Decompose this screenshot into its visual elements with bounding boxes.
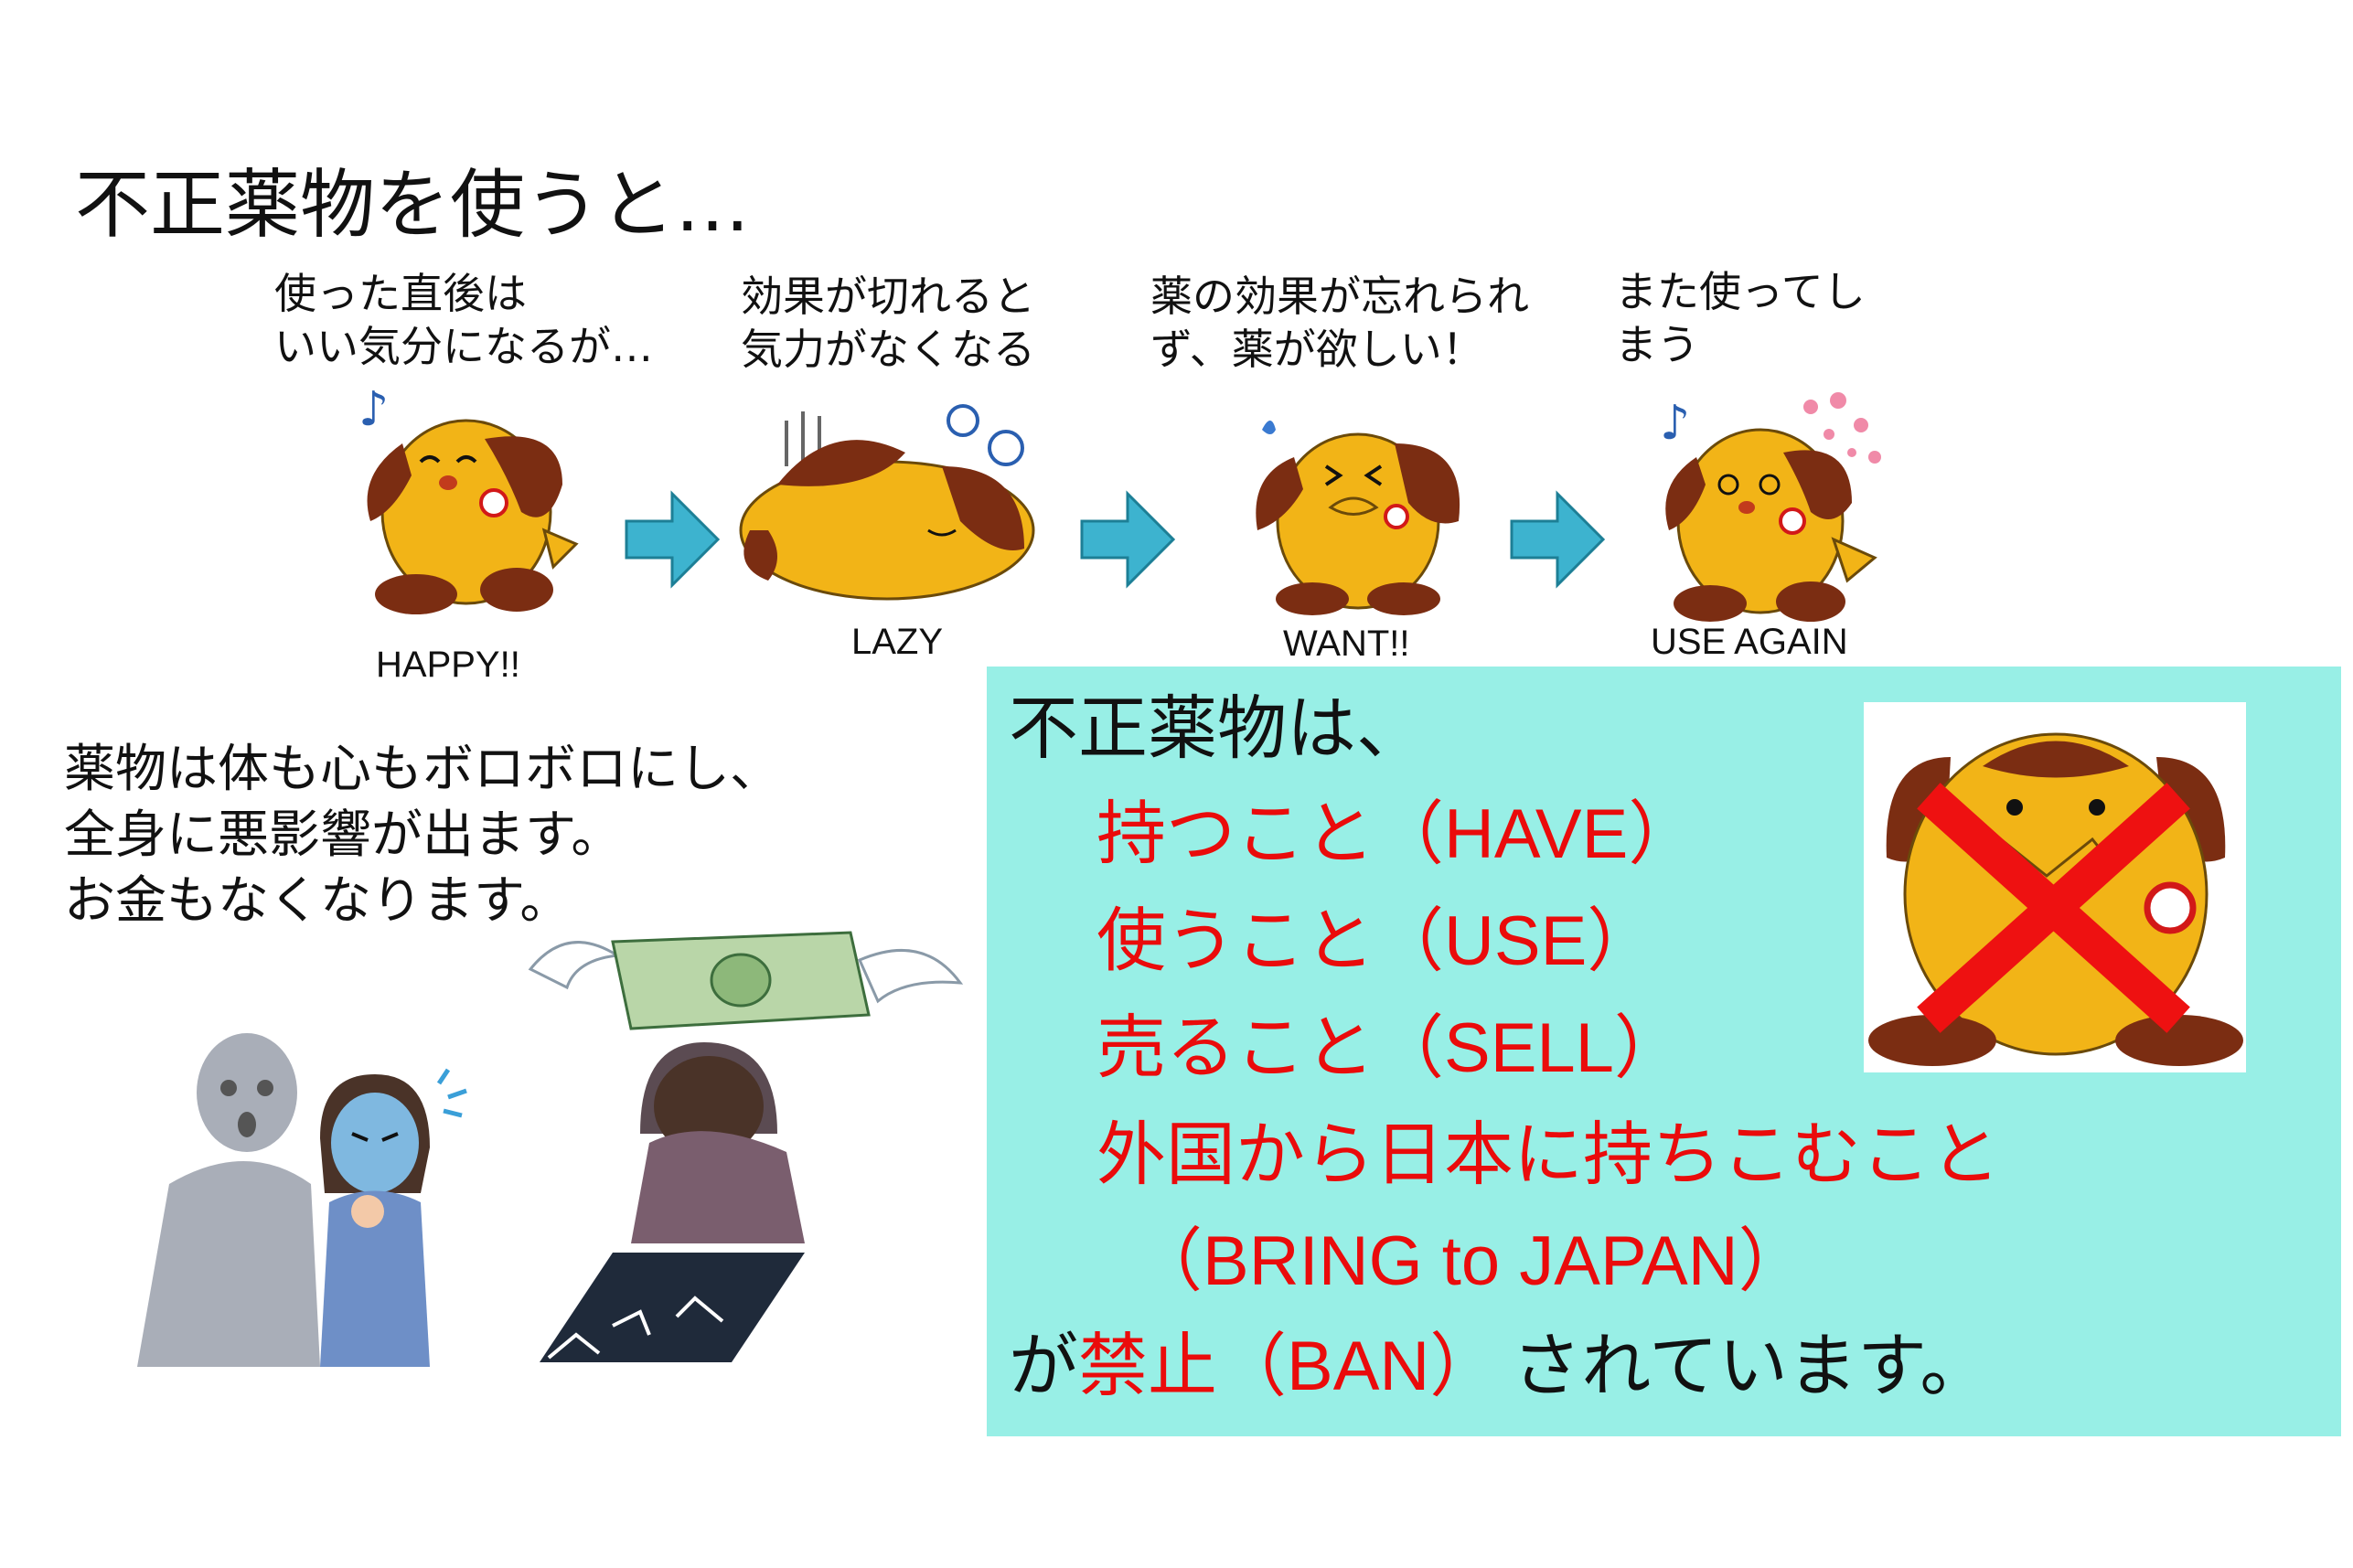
page-title: 不正薬物を使うと… (75, 162, 751, 249)
ban-item-have-en: （HAVE） (1374, 795, 1698, 873)
mascot-happy-illustration: ♪ (358, 382, 579, 614)
ban-item-use-jp: 使うこと (1096, 900, 1374, 981)
arrow-right-icon (1510, 490, 1606, 589)
prohibited-x-icon (1868, 732, 2243, 1066)
ban-footer-pre: が (1009, 1325, 1078, 1406)
svg-text:♪: ♪ (358, 382, 389, 437)
ban-item-use: 使うこと（USE） (1096, 906, 1656, 976)
step-1-label: HAPPY!! (376, 645, 520, 685)
ban-footer-red-jp: 禁止 (1078, 1325, 1217, 1406)
step-3-label: WANT!! (1283, 624, 1410, 664)
step-4-caption: また使ってし まう (1615, 267, 1866, 369)
ban-item-sell-en: （SELL） (1374, 1009, 1684, 1087)
mascot-lazy-illustration (739, 404, 1035, 601)
ban-item-have-jp: 持つこと (1096, 793, 1374, 874)
ban-item-sell-jp: 売ること (1096, 1007, 1374, 1088)
ban-heading: 不正薬物は、 (1009, 688, 1426, 769)
mascot-use-again-illustration: ♪ (1660, 392, 1881, 622)
svg-text:♪: ♪ (1660, 396, 1690, 451)
ban-item-have: 持つこと（HAVE） (1096, 799, 1697, 869)
ban-item-bring-jp: 外国から日本に持ちこむこと (1096, 1114, 2000, 1195)
step-1-caption: 使った直後は いい気分になるが… (274, 269, 653, 371)
ban-footer-post: されています。 (1512, 1325, 1990, 1406)
ban-footer-red-en: （BAN） (1217, 1328, 1500, 1405)
effects-text: 薬物は体も心もボロボロにし、 全身に悪影響が出ます。 お金もなくなります。 (64, 740, 781, 931)
shadow-figure-illustration (137, 1033, 467, 1367)
ban-footer: が禁止（BAN）されています。 (1009, 1331, 1989, 1402)
arrow-right-icon (625, 490, 721, 589)
arrow-right-icon (1080, 490, 1176, 589)
step-2-label: LAZY (851, 622, 944, 662)
lost-money-illustration (528, 931, 964, 1362)
ban-item-use-en: （USE） (1374, 902, 1657, 980)
step-3-caption: 薬の効果が忘れられ ず、薬が欲しい！ (1150, 272, 1529, 374)
prohibited-mascot (1864, 702, 2246, 1072)
ban-item-sell: 売ること（SELL） (1096, 1013, 1684, 1083)
step-4-label: USE AGAIN (1651, 622, 1848, 662)
mascot-want-illustration (1256, 421, 1460, 615)
step-2-caption: 効果が切れると 気力がなくなる (741, 272, 1035, 374)
ban-item-bring: 外国から日本に持ちこむこと (1096, 1120, 2000, 1189)
ban-item-bring-en: （BRING to JAPAN） (1133, 1222, 1808, 1300)
